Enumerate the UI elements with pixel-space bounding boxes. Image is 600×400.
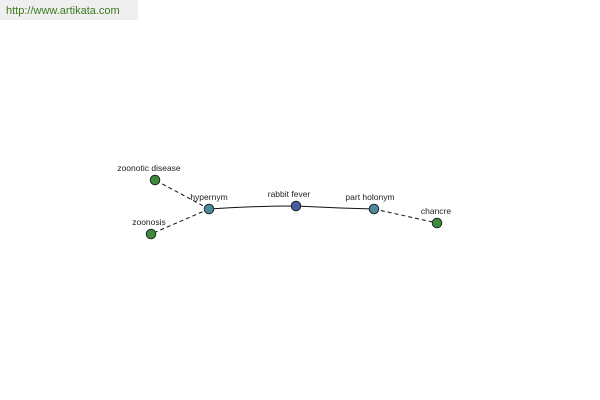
node-hypernym[interactable]: hypernym (190, 192, 228, 215)
edge-hypernym-to-zoonotic-disease (154, 179, 210, 210)
source-bar: http://www.artikata.com (0, 0, 138, 20)
node-rabbit-fever[interactable]: rabbit fever (268, 189, 311, 212)
edge-part-holonym-to-chancre (373, 208, 438, 224)
edge-rabbit-fever-to-hypernym (208, 205, 297, 210)
node-dot-zoonotic-disease[interactable] (149, 174, 161, 186)
node-dot-zoonosis[interactable] (145, 228, 157, 240)
graph-edges (150, 179, 438, 235)
node-dot-hypernym[interactable] (203, 203, 215, 215)
node-label-rabbit-fever: rabbit fever (268, 189, 311, 199)
node-label-chancre: chancre (421, 206, 452, 216)
node-label-hypernym: hypernym (190, 192, 227, 202)
node-label-zoonosis: zoonosis (132, 217, 166, 227)
graph-nodes: rabbit fever hypernym part holonym zoonotic… (117, 163, 452, 240)
node-zoonosis[interactable]: zoonosis (132, 217, 166, 240)
node-zoonotic-disease[interactable]: zoonotic disease (117, 163, 181, 186)
edge-hypernym-to-zoonosis (150, 208, 210, 235)
node-part-holonym[interactable]: part holonym (345, 192, 395, 215)
node-dot-chancre[interactable] (431, 217, 443, 229)
node-dot-part-holonym[interactable] (368, 203, 380, 215)
edge-rabbit-fever-to-part-holonym (295, 205, 375, 210)
node-dot-rabbit-fever[interactable] (290, 200, 302, 212)
node-label-part-holonym: part holonym (345, 192, 394, 202)
node-chancre[interactable]: chancre (421, 206, 452, 229)
node-label-zoonotic-disease: zoonotic disease (117, 163, 181, 173)
source-link[interactable]: http://www.artikata.com (6, 5, 120, 17)
